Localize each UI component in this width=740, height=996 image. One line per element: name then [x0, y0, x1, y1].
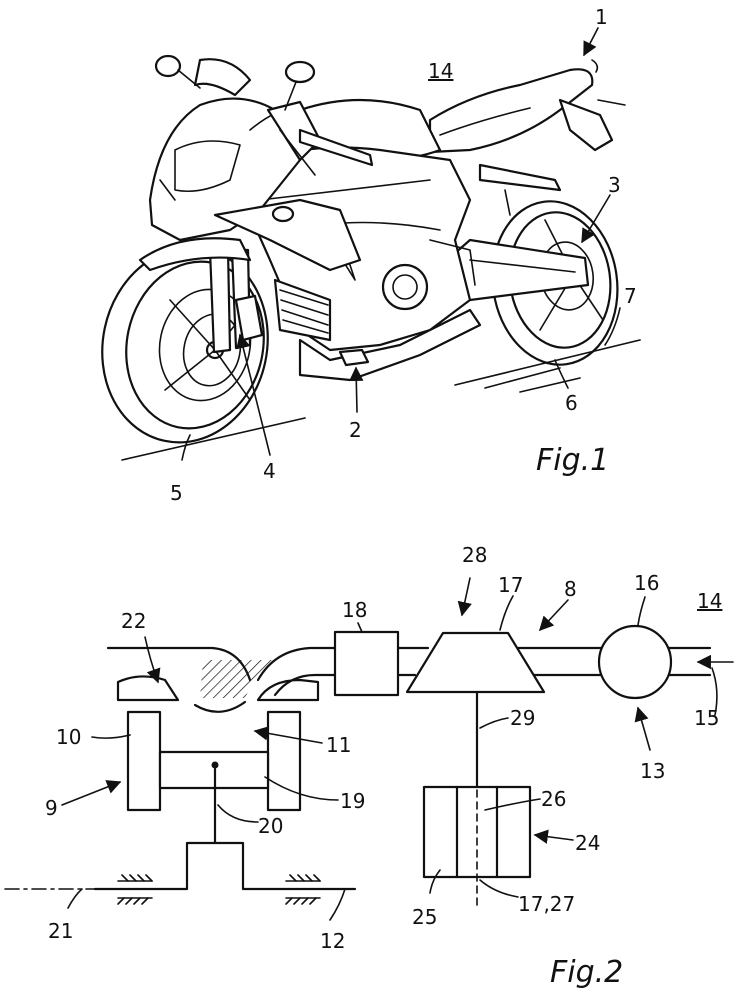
label-2: 2	[349, 418, 362, 442]
label-11: 11	[326, 733, 351, 757]
label-7: 7	[624, 284, 637, 308]
arrow-28	[457, 577, 472, 617]
cylinder-wall-right	[266, 710, 302, 812]
label-29: 29	[510, 706, 535, 730]
cylinder-wall-left	[126, 710, 162, 812]
seat-tail	[428, 59, 626, 154]
label-4: 4	[263, 459, 276, 483]
arrow-22	[144, 636, 161, 684]
label-25: 25	[412, 905, 437, 929]
leader-7	[604, 307, 621, 346]
fig2-caption: Fig.2	[550, 955, 623, 990]
label-1: 1	[595, 5, 608, 29]
arrow-1	[583, 27, 599, 57]
arrow-4	[236, 333, 271, 456]
arrow-24	[533, 829, 574, 844]
component-16-circle	[597, 624, 673, 700]
leader-17	[499, 595, 514, 631]
ground-hatch-2	[519, 377, 581, 393]
label-17: 17	[498, 573, 523, 597]
arrow-13	[634, 706, 651, 751]
combustion-chamber	[193, 700, 247, 713]
leader-15	[711, 667, 718, 716]
arrow-2	[349, 366, 364, 413]
figure1-motorcycle: 1 14 3 7 6 2 4 5 Fig.1	[101, 5, 641, 505]
label-21: 21	[48, 919, 73, 943]
figure2-schematic: 28 17 8 16 14 18 22 10 11 9 19 20 21 12 …	[4, 543, 734, 990]
leader-12	[329, 888, 346, 921]
label-12: 12	[320, 929, 345, 953]
fig1-caption: Fig.1	[536, 443, 609, 478]
leader-5	[181, 434, 191, 461]
label-20: 20	[258, 814, 283, 838]
ground-hatch-1	[484, 367, 561, 389]
label-18: 18	[342, 598, 367, 622]
leader-1727	[479, 879, 519, 898]
label-24: 24	[575, 831, 600, 855]
duct-inner-top	[256, 646, 337, 682]
engine	[273, 278, 332, 342]
label-5: 5	[170, 481, 183, 505]
label-19: 19	[340, 789, 365, 813]
footpeg	[478, 163, 562, 192]
front-wheel	[101, 246, 269, 444]
label-28: 28	[462, 543, 487, 567]
front-fork	[138, 237, 264, 354]
leader-20	[217, 804, 259, 823]
label-3: 3	[608, 173, 621, 197]
arrow-3	[581, 194, 611, 244]
label-16: 16	[634, 571, 659, 595]
component-18-box	[333, 630, 400, 697]
leader-29	[479, 717, 509, 729]
label-8: 8	[564, 577, 577, 601]
leader-18	[357, 622, 363, 633]
label-14-fig1: 14	[428, 59, 453, 83]
label-26: 26	[541, 787, 566, 811]
leader-25	[429, 869, 441, 894]
leader-6	[554, 359, 569, 389]
cyl-head-hatch	[200, 660, 280, 698]
valve-seat-right	[256, 678, 320, 702]
ground-line-front	[121, 417, 306, 461]
leader-19	[264, 776, 339, 801]
arrow-9	[61, 780, 122, 806]
label-14-fig2: 14	[697, 589, 722, 613]
label-6: 6	[565, 391, 578, 415]
label-22: 22	[121, 609, 146, 633]
arrow-11	[253, 726, 323, 744]
leader-26	[484, 798, 541, 811]
mirrors-handlebar	[154, 54, 374, 176]
piston-pin	[211, 761, 219, 769]
label-17-27: 17,27	[518, 892, 575, 916]
leader-16	[637, 596, 646, 626]
valve-seat-left	[116, 675, 180, 702]
leader-21	[67, 888, 83, 909]
label-13: 13	[640, 759, 665, 783]
compressor-17	[405, 631, 546, 694]
duct-inner-bottom	[273, 673, 337, 697]
leader-10	[91, 734, 131, 739]
label-15: 15	[694, 706, 719, 730]
label-9: 9	[45, 796, 58, 820]
label-10: 10	[56, 725, 81, 749]
arrow-8	[539, 599, 569, 632]
bearing-symbols	[117, 874, 321, 905]
crankshaft	[93, 841, 357, 891]
